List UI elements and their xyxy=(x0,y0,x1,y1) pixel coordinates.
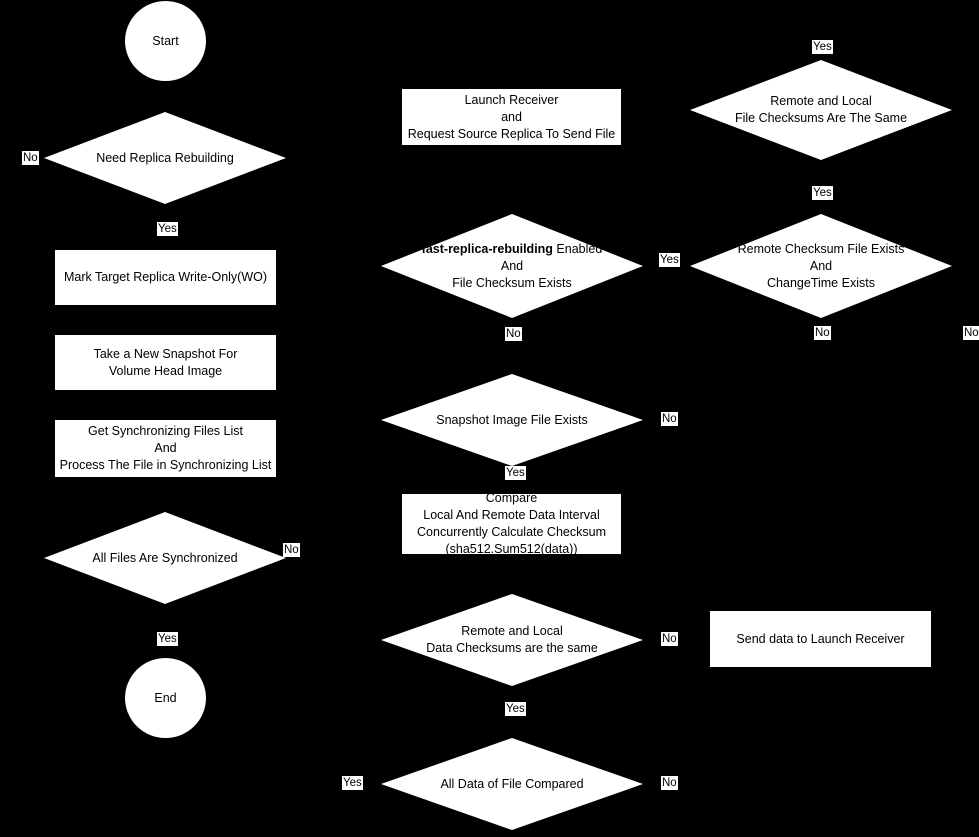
edge-label-fast-replica-rebuilding-yes: Yes xyxy=(659,253,680,267)
edge-label-all-data-of-file-compared-no: No xyxy=(661,776,678,790)
edge-label-snapshot-image-file-exists-no: No xyxy=(661,412,678,426)
edge-label-remote-local-data-checksums-no: No xyxy=(661,632,678,646)
edge-label-need-replica-rebuilding-no: No xyxy=(22,151,39,165)
node-launch-receiver[interactable]: Launch Receiver and Request Source Repli… xyxy=(402,89,621,145)
node-take-snapshot-line1: Take a New Snapshot For xyxy=(93,346,238,361)
node-take-snapshot[interactable]: Take a New Snapshot For Volume Head Imag… xyxy=(55,335,276,390)
node-mark-target-replica[interactable]: Mark Target Replica Write-Only(WO) xyxy=(55,250,276,305)
edge-label-remote-checksum-file-exists-no: No xyxy=(814,326,831,340)
node-launch-receiver-text: Launch Receiver and Request Source Repli… xyxy=(408,92,616,143)
edge-label-remote-local-file-checksums-yes-top: Yes xyxy=(812,40,833,54)
node-take-snapshot-line2: Volume Head Image xyxy=(108,363,223,378)
node-end[interactable]: End xyxy=(125,658,206,738)
edge-label-snapshot-image-file-exists-yes: Yes xyxy=(505,466,526,480)
node-get-sync-files[interactable]: Get Synchronizing Files List And Process… xyxy=(55,420,276,477)
node-end-label: End xyxy=(154,690,177,705)
diamond-shape xyxy=(44,512,286,604)
node-snapshot-image-file-exists[interactable]: Snapshot Image File Exists xyxy=(381,374,643,466)
node-launch-receiver-line1: Launch Receiver xyxy=(464,92,559,107)
diamond-shape xyxy=(381,594,643,686)
edge-label-remote-local-file-checksums-yes-bottom: Yes xyxy=(812,186,833,200)
node-start[interactable]: Start xyxy=(125,1,206,81)
edge-label-all-files-synchronized-yes: Yes xyxy=(157,632,178,646)
node-start-label: Start xyxy=(152,33,179,48)
edge-label-remote-checksum-file-exists-no-right: No xyxy=(963,326,979,340)
node-get-sync-files-text: Get Synchronizing Files List And Process… xyxy=(60,423,272,474)
diamond-shape xyxy=(690,60,952,160)
node-all-data-of-file-compared[interactable]: All Data of File Compared xyxy=(381,738,643,830)
diamond-shape xyxy=(381,374,643,466)
edge-label-remote-local-data-checksums-yes: Yes xyxy=(505,702,526,716)
node-compare-checksum-line2: Local And Remote Data Interval xyxy=(423,508,600,522)
diamond-shape xyxy=(381,738,643,830)
edge-label-all-files-synchronized-no: No xyxy=(283,543,300,557)
node-compare-checksum-line1: Compare xyxy=(485,491,538,505)
node-compare-checksum-line3: Concurrently Calculate Checksum xyxy=(417,525,606,539)
node-get-sync-files-line2: And xyxy=(154,441,177,455)
edge-label-all-data-of-file-compared-yes: Yes xyxy=(342,776,363,790)
node-mark-target-replica-label: Mark Target Replica Write-Only(WO) xyxy=(63,270,268,284)
node-send-data-to-launch-receiver-label: Send data to Launch Receiver xyxy=(736,631,905,646)
node-send-data-to-launch-receiver[interactable]: Send data to Launch Receiver xyxy=(710,611,931,667)
node-remote-local-data-checksums[interactable]: Remote and Local Data Checksums are the … xyxy=(381,594,643,686)
node-compare-checksum[interactable]: Compare Local And Remote Data Interval C… xyxy=(402,491,621,556)
node-launch-receiver-line3: Request Source Replica To Send File xyxy=(407,126,616,141)
node-fast-replica-rebuilding[interactable]: fast-replica-rebuilding Enabled And File… xyxy=(381,214,643,318)
diamond-shape xyxy=(44,112,286,204)
diamond-shape xyxy=(690,214,952,318)
node-take-snapshot-text: Take a New Snapshot For Volume Head Imag… xyxy=(94,346,238,380)
node-remote-checksum-file-exists[interactable]: Remote Checksum File Exists And ChangeTi… xyxy=(690,214,952,318)
node-all-files-synchronized[interactable]: All Files Are Synchronized xyxy=(44,512,286,604)
edge-label-fast-replica-rebuilding-no: No xyxy=(505,327,522,341)
node-get-sync-files-line3: Process The File in Synchronizing List xyxy=(59,458,272,472)
node-compare-checksum-line4: (sha512.Sum512(data)) xyxy=(445,542,578,556)
diamond-shape xyxy=(381,214,643,318)
node-get-sync-files-line1: Get Synchronizing Files List xyxy=(88,424,243,438)
node-launch-receiver-line2: and xyxy=(501,109,522,124)
node-remote-local-file-checksums[interactable]: Remote and Local File Checksums Are The … xyxy=(690,60,952,160)
node-compare-checksum-text: Compare Local And Remote Data Interval C… xyxy=(417,490,606,558)
edge-label-need-replica-rebuilding-yes: Yes xyxy=(157,222,178,236)
node-need-replica-rebuilding[interactable]: Need Replica Rebuilding xyxy=(44,112,286,204)
